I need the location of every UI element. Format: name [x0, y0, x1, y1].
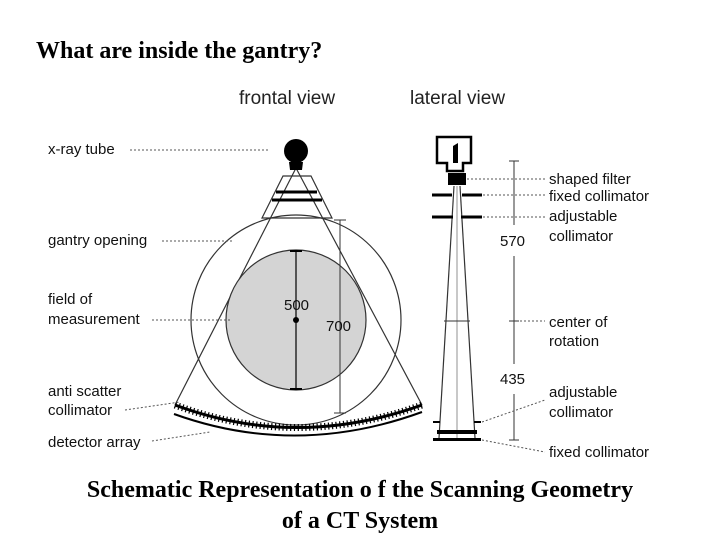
dim-435-label: 435: [500, 371, 526, 388]
lateral-tube-housing: [435, 135, 473, 173]
x-ray-tube-anode: [289, 162, 303, 170]
caption-line-2: of a CT System: [281, 508, 439, 534]
anti-scatter-collimator-arc: [174, 403, 423, 429]
leader-anti-scatter: [124, 401, 181, 411]
detector-array-arc: [173, 411, 423, 437]
label-detector-array: detector array: [48, 434, 141, 451]
dim-500-label: 500: [284, 297, 310, 314]
leader-adjustable-collimator-bottom: [481, 399, 546, 423]
gantry-opening-circle: [190, 214, 402, 426]
label-adjustable-collimator: collimator: [549, 228, 614, 245]
label-adjustable: adjustable: [549, 208, 618, 225]
label-adjustable-bottom: adjustable: [549, 384, 618, 401]
lateral-beam-right: [459, 185, 476, 439]
label-shaped-filter: shaped filter: [549, 171, 631, 188]
label-fixed-collimator-top: fixed collimator: [549, 188, 650, 205]
label-x-ray-tube: x-ray tube: [48, 141, 115, 158]
frontal-collimator-housing: [261, 175, 333, 219]
fan-beam-right-edge: [295, 167, 423, 406]
label-rotation: rotation: [549, 333, 600, 350]
leader-fixed-collimator-bottom: [481, 439, 546, 453]
lateral-detector-bar-1: [437, 430, 477, 434]
x-ray-tube-icon: [284, 139, 308, 163]
caption-line-1: Schematic Representation o f the Scannin…: [86, 477, 634, 503]
lateral-detector-bar-2: [433, 438, 481, 441]
page-title: What are inside the gantry?: [36, 38, 323, 64]
lateral-tube-anode: [453, 143, 458, 163]
isocenter-dot: [293, 317, 299, 323]
label-center-of: center of: [549, 314, 608, 331]
lateral-view-heading: lateral view: [410, 88, 506, 109]
dim-570-label: 570: [500, 233, 526, 250]
label-field-of: field of: [48, 291, 93, 308]
label-fixed-collimator-bottom: fixed collimator: [549, 444, 650, 461]
label-adjustable-collimator-bottom: collimator: [549, 404, 614, 421]
label-measurement: measurement: [48, 311, 140, 328]
shaped-filter-block: [448, 173, 466, 185]
label-gantry-opening: gantry opening: [48, 232, 148, 249]
dim-700-label: 700: [326, 318, 352, 335]
frontal-view-heading: frontal view: [239, 88, 336, 109]
leader-detector-array: [151, 431, 211, 442]
label-anti-scatter-collimator: collimator: [48, 402, 113, 419]
label-anti-scatter: anti scatter: [48, 383, 122, 400]
lateral-beam-left: [438, 185, 455, 439]
